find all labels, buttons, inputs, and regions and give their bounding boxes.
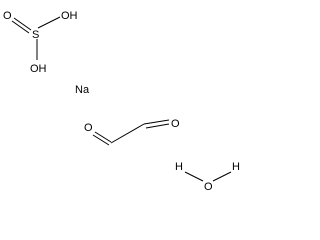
chemical-structure-diagram: O S OH OH Na O O H O H <box>3 10 240 193</box>
bond-s-o-double-a <box>13 17 32 31</box>
water-hydrogen-left-label: H <box>175 161 183 173</box>
sodium: Na <box>75 84 90 96</box>
bond-c-c <box>110 123 145 144</box>
bond-s-o-double-b <box>11 20 30 34</box>
hydroxyl-bottom-label: OH <box>30 63 47 75</box>
sulfur-label: S <box>32 29 39 41</box>
sulfurous-acid: O S OH OH <box>3 10 78 75</box>
bond-c-o-left-b <box>92 134 110 146</box>
bond-c-o-right-a <box>143 119 170 125</box>
water-oxygen-label: O <box>204 181 213 193</box>
bond-o-h <box>212 171 232 182</box>
bond-c-o-left-a <box>94 131 112 143</box>
glyoxal: O O <box>84 118 180 146</box>
sodium-label: Na <box>75 84 90 96</box>
bond-s-oh-top <box>37 16 61 29</box>
glyoxal-oxygen-right-label: O <box>171 118 180 130</box>
bond-c-o-right-b <box>145 123 170 129</box>
water-hydrogen-right-label: H <box>232 161 240 173</box>
oxo-oxygen-label: O <box>3 10 12 22</box>
bond-h-o <box>184 171 204 182</box>
glyoxal-oxygen-left-label: O <box>84 122 93 134</box>
water: H O H <box>175 161 240 193</box>
hydroxyl-top-label: OH <box>61 10 78 22</box>
